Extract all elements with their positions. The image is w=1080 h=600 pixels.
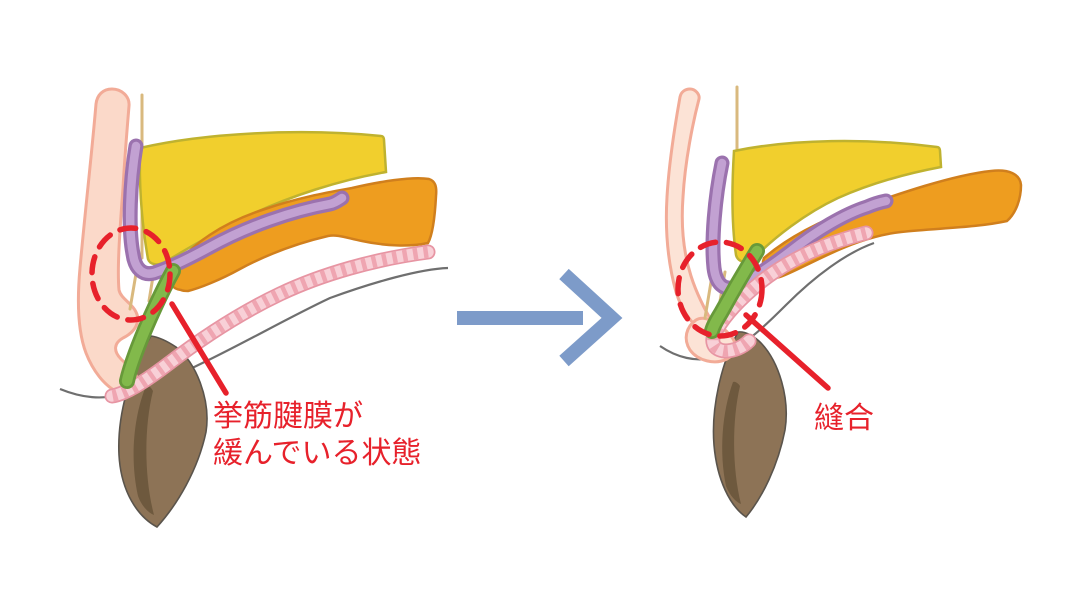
left-pointer-line — [169, 301, 229, 396]
left-orbital-fat — [138, 130, 388, 266]
right-diagram — [659, 85, 1023, 519]
right-orbital-fat — [731, 139, 943, 263]
left-eyeball-arc — [59, 266, 449, 399]
left-diagram — [59, 87, 449, 528]
right-pointer-line — [743, 312, 831, 391]
left-cornea-shadow — [133, 385, 154, 515]
arrow-right-icon — [457, 268, 623, 367]
right-highlight-circle — [675, 239, 765, 339]
right-caption: 縫合 — [814, 400, 874, 437]
right-cornea-shadow — [722, 381, 741, 504]
left-caption-line-2: 緩んでいる状態 — [213, 437, 422, 470]
left-skin-shape — [76, 87, 141, 396]
right-caption-line-1: 縫合 — [814, 402, 874, 435]
left-levator-muscle — [168, 176, 438, 293]
arrow-head — [559, 268, 623, 367]
left-caption-line-1: 挙筋腱膜が — [213, 400, 363, 433]
left-highlight-circle — [89, 225, 173, 323]
left-caption: 挙筋腱膜が 緩んでいる状態 — [213, 398, 422, 472]
